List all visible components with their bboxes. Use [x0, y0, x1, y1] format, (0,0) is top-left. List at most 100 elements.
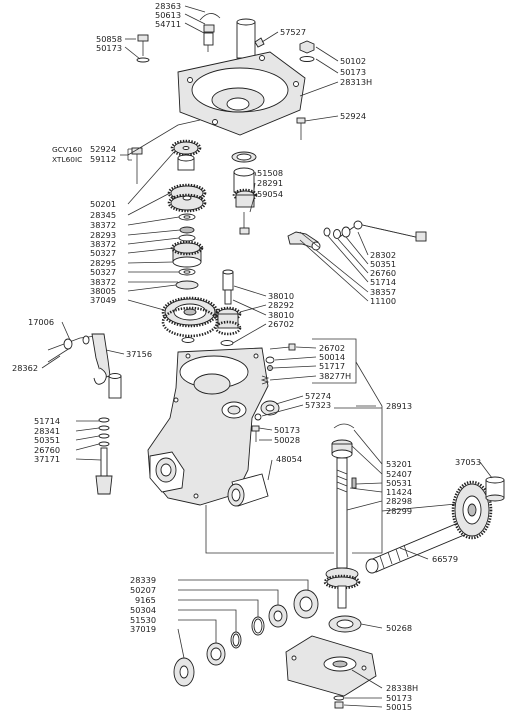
axle-shaft-part-28298: [323, 457, 361, 609]
ring-part-9165: [251, 616, 265, 636]
label-50613: 50613: [155, 10, 181, 20]
bolt-part-26702: [269, 343, 296, 351]
label-28362: 28362: [12, 363, 38, 373]
seal-part-51530: [206, 642, 226, 666]
label-38372-a: 38372: [90, 220, 116, 230]
shaft-part-37171: [95, 417, 113, 495]
leader-lines: [41, 5, 493, 708]
shift-rod-part-28302: [337, 220, 427, 242]
top-cover-part: [177, 51, 306, 136]
gear-part-28292: [214, 306, 242, 336]
label-50351-a: 50351: [370, 259, 396, 269]
pulley-part-37019: [173, 657, 195, 687]
label-51714-b: 51714: [34, 416, 60, 426]
axle-part-66579: [365, 517, 477, 574]
label-37156: 37156: [126, 349, 152, 359]
gear-part-28295: [170, 240, 204, 268]
label-28339: 28339: [130, 575, 156, 585]
label-37171: 37171: [34, 454, 60, 464]
label-26760-a: 26760: [370, 268, 396, 278]
label-51530: 51530: [130, 615, 156, 625]
long-bolt-part: [131, 147, 143, 184]
spur-gear-part-28299: [451, 480, 493, 540]
bolt-part-59054: [239, 212, 250, 235]
label-37053: 37053: [455, 457, 481, 467]
spring-part-38277h: [260, 375, 270, 385]
seal-part-51508: [231, 151, 257, 163]
bolt-part-52924: [296, 117, 306, 140]
label-50014: 50014: [319, 352, 345, 362]
label-50173-c: 50173: [274, 425, 300, 435]
label-28313h: 28313H: [340, 77, 372, 87]
label-9165: 9165: [135, 595, 156, 605]
label-66579: 66579: [432, 554, 458, 564]
label-48054: 48054: [276, 454, 302, 464]
lever-part-37156: [91, 333, 111, 385]
label-50304: 50304: [130, 605, 156, 615]
label-28291: 28291: [257, 178, 283, 188]
bolt-part-50028: [251, 425, 260, 442]
bearing-part-50207: [268, 604, 288, 628]
clip-part-57323: [254, 413, 262, 421]
shift-fork-part-38357: [287, 231, 321, 251]
label-28913: 28913: [386, 401, 412, 411]
label-38372-c: 38372: [90, 277, 116, 287]
label-38372-b: 38372: [90, 239, 116, 249]
label-28341: 28341: [34, 426, 60, 436]
label-50858: 50858: [96, 34, 122, 44]
nut-part-50102: [299, 40, 315, 62]
label-38010-b: 38010: [268, 310, 294, 320]
label-26760-b: 26760: [34, 445, 60, 455]
plug-part-54711: [203, 32, 214, 52]
gear-part-28293: [178, 226, 196, 242]
gear-part-50201: [170, 139, 202, 157]
label-50351-b: 50351: [34, 435, 60, 445]
label-gcv160: GCV160: [52, 145, 82, 154]
label-11424: 11424: [386, 487, 412, 497]
ball-part-51717: [267, 365, 273, 371]
bolt-part-50015: [334, 701, 344, 709]
label-xtl60ic: XTL60IC: [52, 155, 82, 164]
label-26702-a: 26702: [268, 319, 294, 329]
label-38277h: 38277H: [319, 371, 351, 381]
pin-part-57527: [254, 37, 265, 48]
pinion-part-28291: [232, 167, 258, 208]
bearing-part-28339: [293, 589, 319, 619]
label-57527: 57527: [280, 27, 306, 37]
label-50531: 50531: [386, 478, 412, 488]
bushing-part-37171: [108, 373, 122, 399]
bottom-cover-part: [285, 635, 377, 697]
spacer-part: [177, 154, 195, 171]
part-labels: 28363 50613 54711 50858 50173 57527 5010…: [12, 1, 481, 712]
label-50207: 50207: [130, 585, 156, 595]
washer-part-50014: [265, 356, 275, 364]
label-52407: 52407: [386, 469, 412, 479]
large-gear-part-37049: [161, 296, 219, 343]
label-28299: 28299: [386, 506, 412, 516]
bearing-part-38005: [175, 280, 199, 290]
label-50028: 50028: [274, 435, 300, 445]
label-37019: 37019: [130, 624, 156, 634]
label-52924-a: 52924: [340, 111, 366, 121]
clip-part-50304: [230, 631, 242, 649]
label-50268: 50268: [386, 623, 412, 633]
label-54711: 54711: [155, 19, 181, 29]
label-53201: 53201: [386, 459, 412, 469]
gear-part-28345: [167, 183, 207, 213]
washer-part-50327: [178, 268, 196, 276]
washer-part-26702: [220, 340, 234, 346]
label-51717: 51717: [319, 361, 345, 371]
washer-part-38372a: [178, 213, 196, 221]
label-50102: 50102: [340, 56, 366, 66]
label-28345: 28345: [90, 210, 116, 220]
label-17006: 17006: [28, 317, 54, 327]
label-38357: 38357: [370, 287, 396, 297]
label-50327-a: 50327: [90, 248, 116, 258]
bearing-part-50268: [328, 615, 362, 633]
bearing-part-52407: [331, 439, 353, 459]
label-50327-b: 50327: [90, 267, 116, 277]
label-50173-d: 50173: [386, 693, 412, 703]
label-28293: 28293: [90, 230, 116, 240]
bearing-sleeve-part-48054: [227, 473, 269, 507]
main-housing-part: [147, 347, 269, 506]
